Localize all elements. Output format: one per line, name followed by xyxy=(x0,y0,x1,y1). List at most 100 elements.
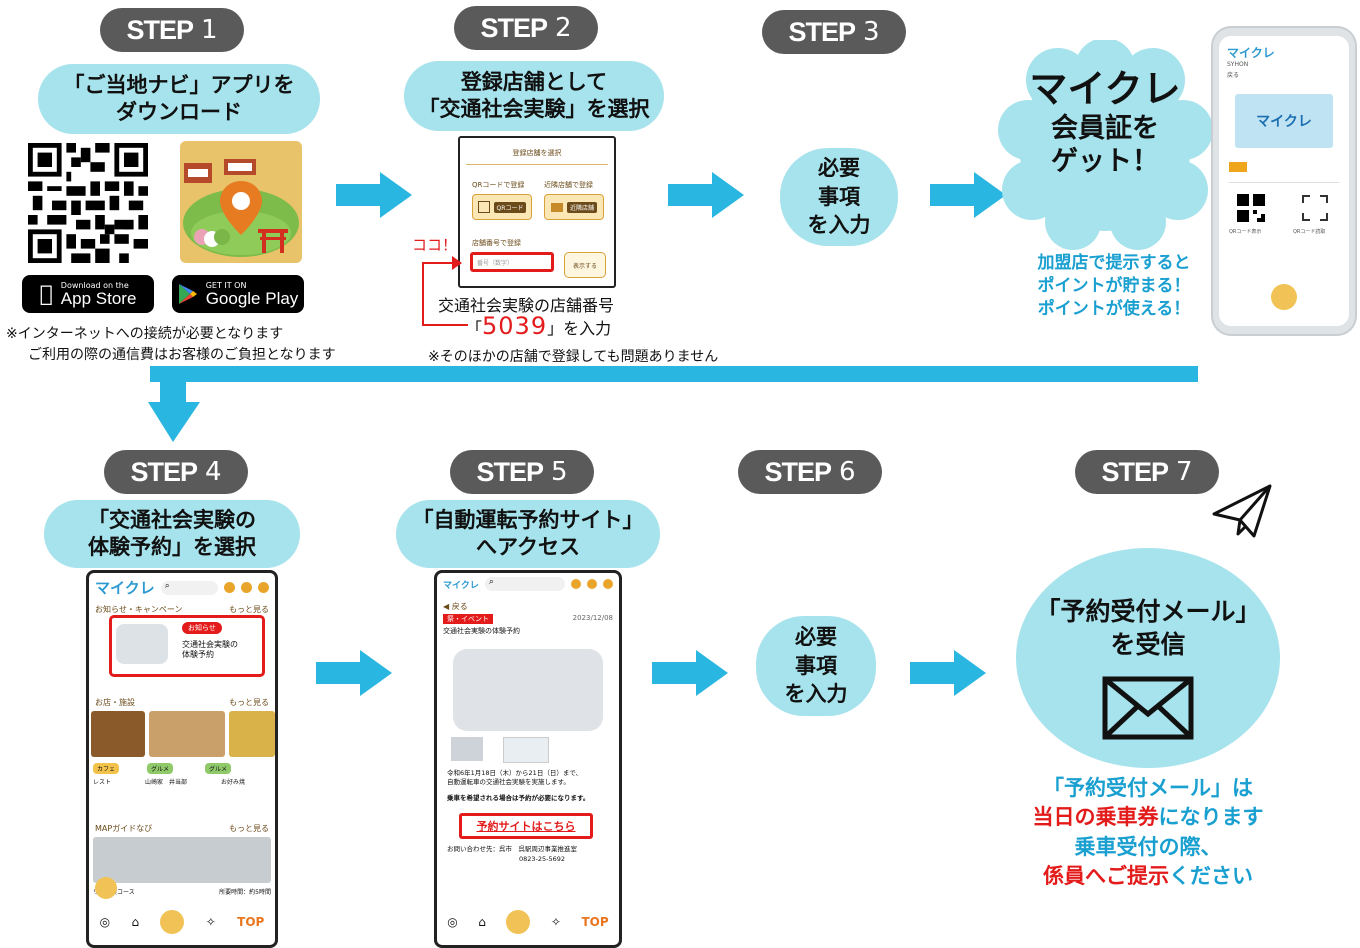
member-card-nav-icon[interactable] xyxy=(160,910,185,934)
contact-info: お問い合わせ先：呉市 呉駅周辺事業推進室 0823-25-5692 xyxy=(447,845,577,865)
step-word: STEP xyxy=(764,456,832,487)
map-thumbnail[interactable] xyxy=(503,737,549,763)
bell-icon[interactable] xyxy=(241,582,252,593)
nearby-register-button[interactable]: 近隣店舗 xyxy=(544,194,604,220)
qr-button-label: QRコード xyxy=(493,201,527,213)
shop-tags: カフェ グルメ グルメ xyxy=(93,763,232,774)
home-screen-phone: マイクレ ⌕ お知らせ・キャンペーン もっと見る お知らせ 交通社会実験の 体験… xyxy=(86,570,278,948)
coin-icon[interactable] xyxy=(224,582,235,593)
reservation-site-link[interactable]: 予約サイトはこちら xyxy=(459,813,593,839)
scroll-up-button[interactable] xyxy=(95,877,117,899)
ticket-note: 「予約受付メール」は 当日の乗車券になります 乗車受付の際、 係員へご提示くださ… xyxy=(1000,774,1296,892)
map-nav-icon[interactable]: ◎ xyxy=(99,915,111,929)
shop-nav-icon[interactable]: ⌂ xyxy=(478,915,486,929)
step-number: 7 xyxy=(1175,457,1193,487)
step-4-instruction: 「交通社会実験の 体験予約」を選択 xyxy=(44,500,300,568)
input-line: を入力 xyxy=(807,213,871,238)
reservation-news-item[interactable]: お知らせ 交通社会実験の 体験予約 xyxy=(109,615,265,677)
input-line: を入力 xyxy=(784,682,848,707)
more-link[interactable]: もっと見る xyxy=(229,698,269,707)
event-nav-icon[interactable]: ✧ xyxy=(550,915,561,929)
store-select-screen: 登録店舗を選択 QRコードで登録 近隣店舗で登録 QRコード 近隣店舗 店舗番号… xyxy=(458,136,616,288)
member-card-tab-icon[interactable] xyxy=(1271,284,1297,310)
apple-icon:  xyxy=(40,282,53,307)
connector-line xyxy=(422,264,424,326)
paper-plane-icon xyxy=(1212,484,1272,538)
member-card-phone: マイクレ SYHON 戻る マイクレ QRコード表示 QRコード読取 xyxy=(1213,28,1355,334)
event-tag: 祭・イベント xyxy=(443,614,493,624)
shop-image[interactable] xyxy=(149,711,225,757)
app-logo: マイクレ xyxy=(1227,46,1275,60)
step-word: STEP xyxy=(480,12,548,43)
step-5-instruction: 「自動運転予約サイト」 へアクセス xyxy=(396,500,660,568)
search-icon[interactable]: ⌕ xyxy=(484,577,565,591)
news-badge: お知らせ xyxy=(182,622,222,634)
step-1-instruction: 「ご当地ナビ」アプリを ダウンロード xyxy=(38,64,320,134)
pointer-arrow-icon xyxy=(452,256,462,270)
course-time: 所要時間：約5時間 xyxy=(219,889,271,896)
google-play-button[interactable]: GET IT ON Google Play xyxy=(172,275,304,313)
bottom-nav: ◎ ⌂ ✧ TOP xyxy=(89,907,275,937)
koko-label: ココ！ xyxy=(412,236,458,254)
flow-connector xyxy=(150,366,1198,382)
map-nav-icon[interactable]: ◎ xyxy=(447,915,458,929)
shop-names: レスト 山崎家 井当部 お好み焼 xyxy=(93,777,245,786)
shop-nav-icon[interactable]: ⌂ xyxy=(131,915,140,929)
top-nav[interactable]: TOP xyxy=(237,915,265,929)
more-link[interactable]: もっと見る xyxy=(229,605,269,614)
benefit-line: 加盟店で提示すると xyxy=(1037,253,1191,273)
phone-screen: マイクレ SYHON 戻る マイクレ QRコード表示 QRコード読取 xyxy=(1219,36,1349,326)
back-link[interactable]: ◀ 戻る xyxy=(443,602,468,611)
shop-icon xyxy=(550,202,563,212)
shop-name: お好み焼 xyxy=(221,779,246,786)
step-6-input: 必要 事項 を入力 xyxy=(756,616,876,716)
store-number-placeholder: 番号（数字） xyxy=(477,259,514,267)
instruction-line: 「交通社会実験の xyxy=(88,507,256,532)
step-word: STEP xyxy=(476,456,544,487)
store-number-input[interactable]: 番号（数字） xyxy=(470,252,554,272)
cloud-shape xyxy=(998,40,1212,250)
show-button[interactable]: 表示する xyxy=(564,252,606,278)
map-guide-image[interactable] xyxy=(93,837,271,883)
menu-icon[interactable] xyxy=(258,582,269,593)
step-number: 2 xyxy=(554,13,572,43)
event-nav-icon[interactable]: ✧ xyxy=(205,915,216,929)
ticket-highlight: 当日の乗車券 xyxy=(1032,805,1159,830)
search-icon[interactable]: ⌕ xyxy=(160,580,218,595)
bell-icon[interactable] xyxy=(587,579,597,589)
step-3-input: 必要 事項 を入力 xyxy=(780,148,898,246)
back-link[interactable]: 戻る xyxy=(1227,72,1240,79)
qr-icon xyxy=(477,201,490,213)
qr-register-button[interactable]: QRコード xyxy=(472,194,532,220)
input-line: 必要 xyxy=(795,625,837,650)
app-store-button[interactable]:  Download on the App Store xyxy=(22,275,154,313)
step-number: 1 xyxy=(200,15,218,45)
step-number: 5 xyxy=(550,457,568,487)
shop-tag: グルメ xyxy=(147,763,174,774)
map-pin-icon xyxy=(183,159,299,257)
ticket-line: ください xyxy=(1169,864,1253,889)
app-store-text: Download on the App Store xyxy=(61,281,137,307)
shop-image[interactable] xyxy=(229,711,275,757)
arrow-down-icon xyxy=(148,366,200,442)
mail-line: を受信 xyxy=(1110,629,1186,659)
shops-title: お店・施設 xyxy=(95,698,135,707)
qr-code-icon[interactable] xyxy=(28,143,148,263)
app-icon[interactable] xyxy=(180,141,302,263)
arrow-right-icon xyxy=(336,172,412,218)
nearby-register-label: 近隣店舗で登録 xyxy=(544,181,593,189)
step-word: STEP xyxy=(1101,456,1169,487)
google-play-caption: GET IT ON xyxy=(205,280,247,290)
more-link[interactable]: もっと見る xyxy=(229,824,269,833)
number-register-label: 店舗番号で登録 xyxy=(472,239,521,247)
shop-image[interactable] xyxy=(91,711,145,757)
store-number-line: 「 5039 」を入力 xyxy=(466,312,611,340)
member-card-nav-icon[interactable] xyxy=(506,910,531,934)
menu-icon[interactable] xyxy=(603,579,613,589)
coin-icon[interactable] xyxy=(571,579,581,589)
top-nav[interactable]: TOP xyxy=(581,915,609,929)
step-7-mail-circle xyxy=(1016,548,1280,768)
bus-thumbnail[interactable] xyxy=(451,737,483,761)
